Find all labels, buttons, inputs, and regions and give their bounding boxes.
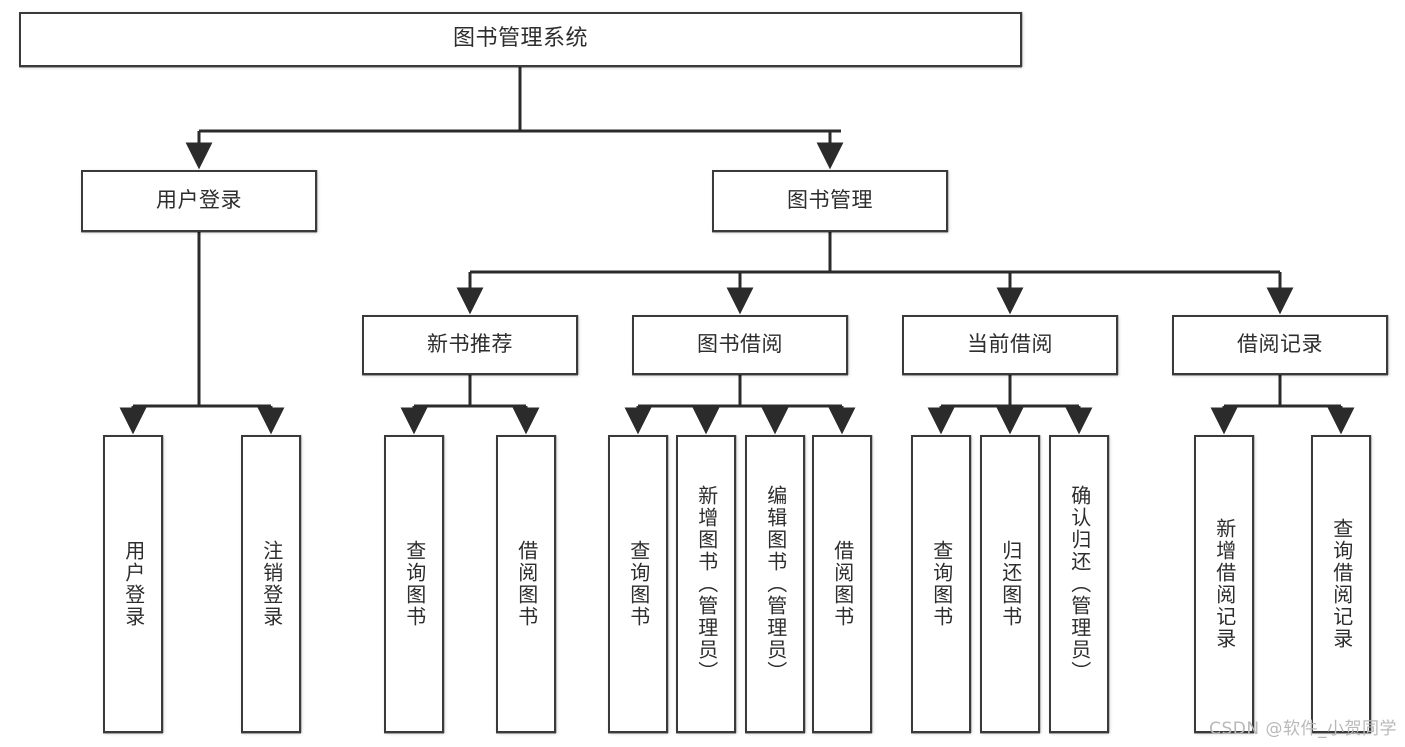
node-label: 借阅记录 [1237,332,1323,357]
node-label: 新增图书（管理员） [694,485,719,683]
node-label: 图书管理 [787,188,873,213]
node-label: 当前借阅 [967,332,1053,357]
leaf-borrow-query-book[interactable]: 查询图书 [608,435,668,733]
node-label: 编辑图书（管理员） [763,485,788,683]
leaf-current-query-book[interactable]: 查询图书 [911,435,971,733]
node-book-management[interactable]: 图书管理 [712,170,948,232]
leaf-user-login-logout[interactable]: 注销登录 [241,435,301,733]
node-label: 归还图书 [998,540,1023,628]
node-root-system[interactable]: 图书管理系统 [19,12,1022,67]
node-label: 确认归还（管理员） [1067,485,1092,683]
node-label: 查询图书 [929,540,954,628]
node-new-book-recommend[interactable]: 新书推荐 [362,315,578,375]
leaf-recommend-borrow-book[interactable]: 借阅图书 [496,435,556,733]
node-label: 用户登录 [121,540,146,628]
node-book-borrow[interactable]: 图书借阅 [632,315,848,375]
node-label: 注销登录 [259,540,284,628]
node-borrow-record[interactable]: 借阅记录 [1172,315,1388,375]
node-label: 查询图书 [626,540,651,628]
node-user-login[interactable]: 用户登录 [81,170,317,232]
leaf-record-query-record[interactable]: 查询借阅记录 [1311,435,1371,733]
leaf-borrow-borrow-book[interactable]: 借阅图书 [812,435,872,733]
node-label: 查询借阅记录 [1329,518,1354,650]
leaf-record-add-record[interactable]: 新增借阅记录 [1194,435,1254,733]
leaf-current-confirm-return-admin[interactable]: 确认归还（管理员） [1049,435,1109,733]
leaf-recommend-query-book[interactable]: 查询图书 [384,435,444,733]
node-label: 查询图书 [402,540,427,628]
leaf-borrow-add-book-admin[interactable]: 新增图书（管理员） [676,435,736,733]
node-label: 新增借阅记录 [1212,518,1237,650]
leaf-current-return-book[interactable]: 归还图书 [980,435,1040,733]
node-label: 用户登录 [156,188,242,213]
csdn-watermark: CSDN @软件_小贺同学 [1209,719,1397,739]
node-label: 借阅图书 [830,540,855,628]
node-label: 图书管理系统 [452,26,588,52]
node-current-borrow[interactable]: 当前借阅 [902,315,1118,375]
node-label: 新书推荐 [427,332,513,357]
node-label: 图书借阅 [697,332,783,357]
node-label: 借阅图书 [514,540,539,628]
leaf-borrow-edit-book-admin[interactable]: 编辑图书（管理员） [745,435,805,733]
leaf-user-login-login[interactable]: 用户登录 [103,435,163,733]
